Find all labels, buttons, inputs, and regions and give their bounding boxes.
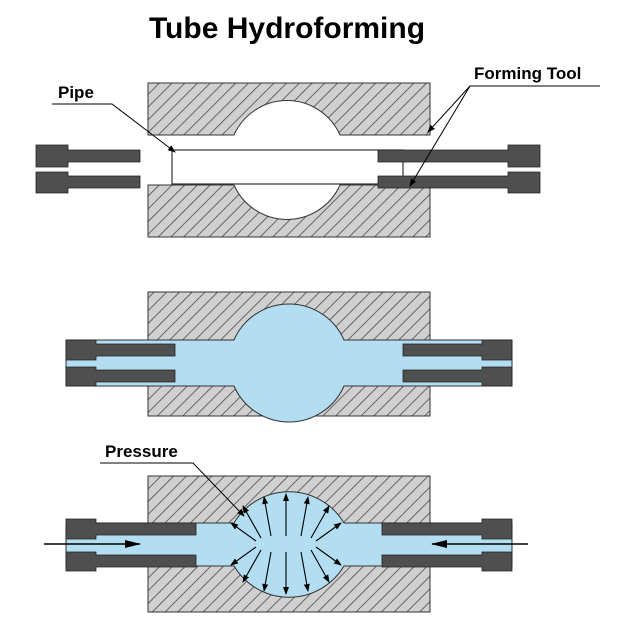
stage-3-pressurized: Pressure [44,442,528,613]
right-punch-3 [381,518,513,572]
stage-2-fluid-filled [65,291,513,423]
fluid-cavity-2 [65,303,513,423]
upper-die-1 [147,82,431,136]
stage-1-initial: Pipe Forming Tool [35,64,600,238]
left-punch-2 [65,339,176,387]
pressure-label: Pressure [105,442,178,461]
forming-tool-leader-lower [409,85,471,187]
right-punch-2 [402,339,513,387]
pipe-leader [52,103,176,153]
forming-tool-label: Forming Tool [474,64,581,83]
pipe-label: Pipe [58,83,94,102]
pipe-1 [171,149,404,185]
lower-die-1 [147,184,431,238]
radial-pressure-arrows [230,493,342,595]
left-punch-1 [35,144,141,194]
left-punch-3 [65,518,197,572]
pressure-leader [100,462,245,517]
diagram-title: Tube Hydroforming [149,12,425,45]
forming-tool-leader-upper [427,85,600,133]
right-punch-1 [377,144,541,194]
